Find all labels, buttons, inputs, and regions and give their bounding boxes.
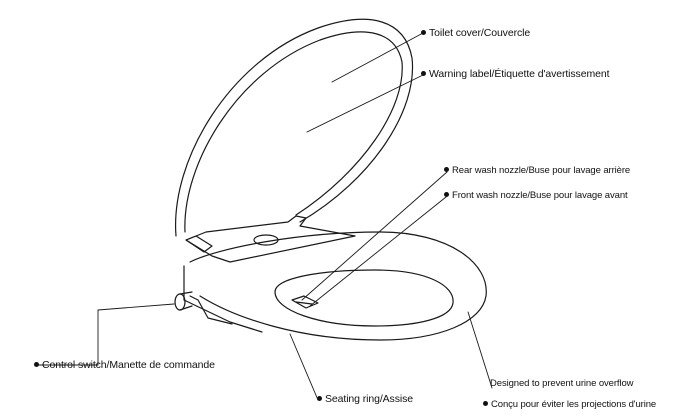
label-urine-en: Designed to prevent urine overflow (490, 378, 634, 390)
label-front-nozzle: Front wash nozzle/Buse pour lavage avant (444, 190, 628, 202)
hinge-clip-left (185, 235, 213, 253)
bullet-icon (444, 191, 449, 197)
label-seating-ring: Seating ring/Assise (317, 393, 413, 405)
control-body (183, 265, 263, 333)
leader-warning-label (306, 74, 424, 133)
label-text: Control switch/Manette de commande (42, 359, 215, 371)
bullet-icon (444, 166, 449, 172)
seating-ring-outline (189, 231, 487, 341)
control-knob (174, 293, 186, 311)
bullet-icon (317, 395, 322, 401)
bullet-icon (34, 361, 39, 367)
control-knob-shaft (179, 291, 193, 311)
bullet-icon (421, 70, 426, 76)
leader-control-switch (37, 303, 175, 366)
label-rear-nozzle: Rear wash nozzle/Buse pour lavage arrièr… (444, 165, 630, 177)
label-text: Seating ring/Assise (325, 393, 413, 405)
leader-front-nozzle (309, 196, 447, 307)
label-toilet-cover: Toilet cover/Couvercle (421, 27, 530, 39)
wash-nozzle-tip (295, 301, 313, 305)
label-warning-label: Warning label/Étiquette d'avertissement (421, 68, 610, 80)
leader-urine-overflow (467, 311, 493, 389)
toilet-cover-inner-edge (184, 31, 403, 233)
control-body-lower (189, 295, 233, 325)
hinge-plate (185, 215, 356, 263)
label-text: Conçu pour éviter les projections d'urin… (491, 399, 657, 410)
seating-ring-opening (274, 269, 454, 327)
toilet-cover-outline (175, 18, 414, 237)
label-text: Warning label/Étiquette d'avertissement (429, 68, 610, 80)
leader-seating-ring (289, 333, 319, 401)
wash-nozzle (291, 295, 319, 309)
leader-toilet-cover (331, 32, 424, 83)
label-text: Rear wash nozzle/Buse pour lavage arrièr… (452, 165, 631, 176)
bullet-icon (483, 400, 488, 406)
bullet-icon (421, 29, 426, 35)
label-urine-fr: Conçu pour éviter les projections d'urin… (483, 399, 656, 411)
label-text: Designed to prevent urine overflow (490, 378, 634, 389)
label-control-switch: Control switch/Manette de commande (34, 359, 215, 371)
label-text: Front wash nozzle/Buse pour lavage avant (452, 190, 628, 201)
leader-rear-nozzle (301, 171, 448, 301)
label-text: Toilet cover/Couvercle (429, 27, 531, 39)
